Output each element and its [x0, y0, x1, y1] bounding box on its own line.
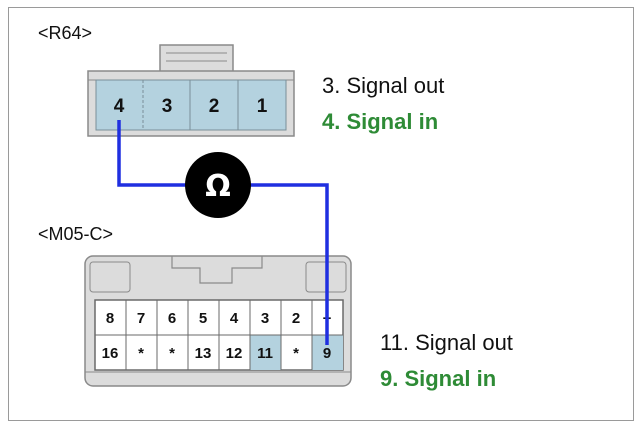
ohmmeter-icon [185, 152, 251, 218]
diagram-frame [8, 7, 634, 421]
m05c-pin-10: * [293, 345, 299, 362]
m05c-pin-11: 11 [257, 345, 273, 362]
m05c-pin-2: 2 [292, 310, 300, 327]
m05c-pin-15: * [138, 345, 144, 362]
r64-pin-4: 4 [114, 96, 125, 117]
m05c-pin-3: 3 [261, 310, 269, 327]
m05c-signal-out-desc: 11. Signal out [380, 330, 513, 355]
r64-signal-in-desc: 4. Signal in [322, 109, 438, 134]
r64-connector [87, 44, 295, 137]
m05c-pin-5: 5 [199, 310, 207, 327]
m05c-pin-12: 12 [226, 345, 243, 362]
m05c-pin-16: 16 [102, 345, 119, 362]
m05c-pin-14: * [169, 345, 175, 362]
m05c-label: <M05-C> [38, 224, 113, 244]
m05c-signal-in-desc: 9. Signal in [380, 366, 496, 391]
r64-label: <R64> [38, 23, 92, 43]
m05c-pin-8: 8 [106, 310, 114, 327]
r64-pin-1: 1 [257, 96, 268, 117]
m05c-pin-4: 4 [230, 310, 239, 327]
r64-pin-2: 2 [209, 96, 220, 117]
m05c-pin-6: 6 [168, 310, 176, 327]
r64-signal-out-desc: 3. Signal out [322, 73, 444, 98]
r64-pin-3: 3 [162, 96, 173, 117]
m05c-pin-9: 9 [323, 345, 331, 362]
m05c-connector [84, 255, 352, 387]
m05c-pin-7: 7 [137, 310, 145, 327]
m05c-pin-13: 13 [195, 345, 212, 362]
ohmmeter-symbol: Ω [205, 169, 231, 204]
